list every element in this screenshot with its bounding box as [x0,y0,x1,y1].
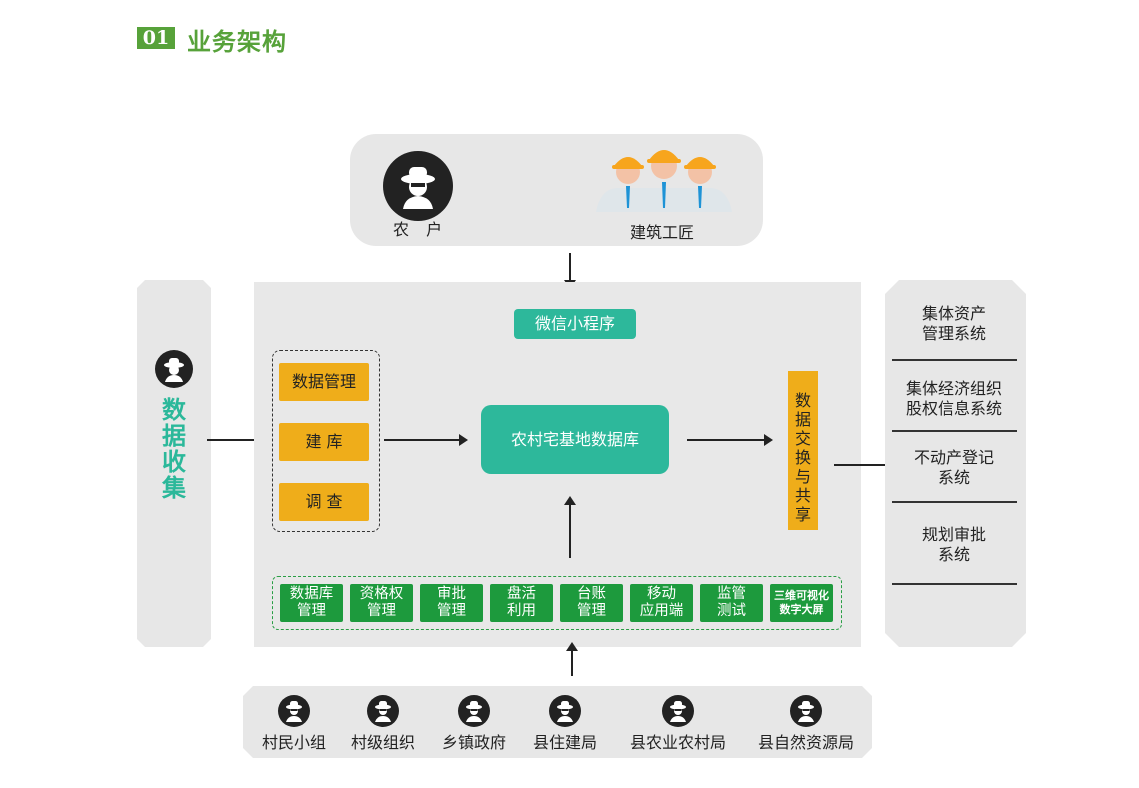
exchange-char: 据 [794,410,811,429]
subsystem-label-line: 利用 [507,603,536,619]
arrow-subsystems-to-db [564,496,576,558]
org-county-natural-resources-bureau[interactable]: 县自然资源局 [750,695,862,753]
subsystem-label-line: 移动 [647,586,676,602]
org-label: 村级组织 [350,733,415,752]
subsystem-supervision-test[interactable]: 监管 测试 [700,584,763,622]
system-label-line: 不动产登记 [913,448,994,467]
org-village-organization[interactable]: 村级组织 [343,695,423,753]
subsystem-qualification-mgmt[interactable]: 资格权 管理 [350,584,413,622]
arrow-db-to-exchange [687,434,773,446]
arrow-exchange-to-systems [834,459,900,471]
subsystem-label-line: 监管 [717,586,746,602]
org-township-government[interactable]: 乡镇政府 [434,695,514,753]
org-label: 村民小组 [261,733,326,752]
subsystem-label-line: 审批 [437,586,466,602]
divider [892,359,1017,361]
section-title: 业务架构 [187,28,287,56]
build-database-module[interactable]: 建 库 [279,423,369,461]
homestead-database[interactable]: 农村宅基地数据库 [481,405,669,474]
system-label-line: 集体经济组织 [905,379,1002,398]
subsystem-label-line: 管理 [577,603,606,619]
divider [892,430,1017,432]
data-ops-group [272,350,380,532]
exchange-char: 换 [794,448,811,467]
craftsmen-icon [596,140,732,212]
system-label-line: 管理系统 [921,324,986,343]
exchange-char: 数 [794,391,811,410]
subsystem-label-line: 台账 [577,586,606,602]
arrow-orgs-to-main [566,642,578,676]
system-label-line: 集体资产 [921,304,986,323]
org-avatar-icon [458,695,490,727]
divider [892,501,1017,503]
system-real-estate-registration[interactable]: 不动产登记 系统 [890,448,1018,488]
org-avatar-icon [278,695,310,727]
system-planning-approval[interactable]: 规划审批 系统 [890,525,1018,565]
subsystem-ledger-mgmt[interactable]: 台账 管理 [560,584,623,622]
data-exchange-module[interactable]: 数 据 交 换 与 共 享 [788,371,818,530]
org-label: 县住建局 [532,733,597,752]
section-number: 01 [137,27,175,49]
subsystem-label-line: 管理 [367,603,396,619]
subsystem-approval-mgmt[interactable]: 审批 管理 [420,584,483,622]
subsystem-label-line: 应用端 [639,603,684,619]
org-avatar-icon [367,695,399,727]
arrow-modules-to-db [384,434,468,446]
org-avatar-icon [790,695,822,727]
org-label: 县农业农村局 [629,733,726,752]
divider [892,583,1017,585]
subsystem-label-line: 资格权 [359,586,404,602]
arrow-users-to-main [564,253,576,289]
survey-module[interactable]: 调 查 [279,483,369,521]
system-label-line: 股权信息系统 [905,399,1002,418]
subsystem-mobile-app[interactable]: 移动 应用端 [630,584,693,622]
subsystem-3d-dashboard[interactable]: 三维可视化 数字大屏 [770,584,833,622]
subsystem-label-line: 测试 [717,603,746,619]
subsystem-label-line: 管理 [437,603,466,619]
subsystem-label-line: 数字大屏 [779,603,824,616]
subsystem-revitalization[interactable]: 盘活 利用 [490,584,553,622]
collector-icon [155,350,193,388]
craftsmen-label: 建筑工匠 [630,223,695,242]
subsystem-database-mgmt[interactable]: 数据库 管理 [280,584,343,622]
subsystem-label-line: 盘活 [507,586,536,602]
system-label-line: 规划审批 [921,525,986,544]
exchange-char: 享 [794,505,811,524]
system-label-line: 系统 [937,468,970,487]
farmer-icon [383,151,453,221]
subsystem-label-line: 管理 [297,603,326,619]
org-villager-group[interactable]: 村民小组 [254,695,334,753]
org-county-agriculture-bureau[interactable]: 县农业农村局 [622,695,734,753]
org-avatar-icon [662,695,694,727]
system-label-line: 系统 [937,545,970,564]
org-label: 县自然资源局 [757,733,854,752]
org-county-housing-bureau[interactable]: 县住建局 [525,695,605,753]
subsystems-group [272,576,842,630]
data-collection-panel [137,280,211,647]
org-label: 乡镇政府 [441,733,506,752]
exchange-char: 共 [794,486,811,505]
data-management-module[interactable]: 数据管理 [279,363,369,401]
exchange-char: 交 [794,429,811,448]
org-avatar-icon [549,695,581,727]
data-collection-label: 数据收集 [162,396,186,502]
system-collective-assets[interactable]: 集体资产 管理系统 [890,304,1018,344]
wechat-mini-program[interactable]: 微信小程序 [514,309,636,339]
subsystem-label-line: 三维可视化 [774,589,829,602]
exchange-char: 与 [794,467,811,486]
subsystem-label-line: 数据库 [289,586,334,602]
farmer-label: 农 户 [393,220,449,239]
system-equity-info[interactable]: 集体经济组织 股权信息系统 [890,379,1018,419]
external-systems-panel [885,280,1026,647]
